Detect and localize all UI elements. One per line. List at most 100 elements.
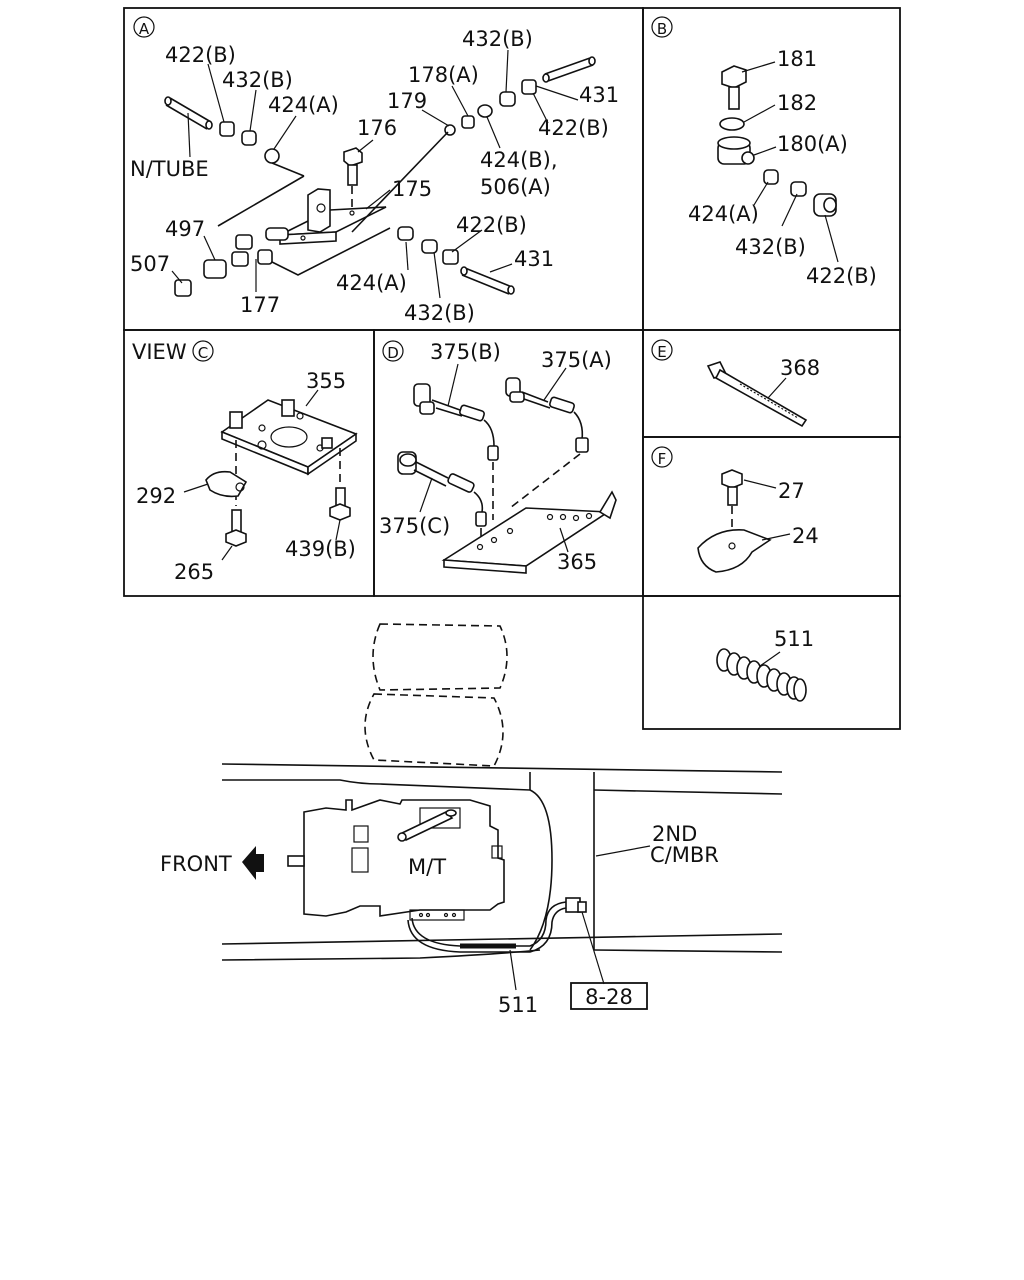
label-422b-a2: 422(B) (538, 116, 609, 140)
label-177: 177 (240, 293, 280, 317)
label-511-panel: 511 (774, 627, 814, 651)
fitting-424b (477, 104, 493, 118)
nut-422b-top (521, 79, 537, 95)
label-368: 368 (780, 356, 820, 380)
plate-355 (220, 399, 358, 476)
panel-c: VIEW C (132, 340, 358, 584)
label-432b-a1: 432(B) (222, 68, 293, 92)
front-arrow-icon (242, 846, 264, 880)
label-265: 265 (174, 560, 214, 584)
sleeve-432b-low (421, 239, 438, 254)
reference-box-label: 8-28 (585, 985, 633, 1009)
tube-431-top (542, 56, 596, 83)
label-424a-a1: 424(A) (268, 93, 339, 117)
label-175: 175 (392, 177, 432, 201)
hose-label-511: 511 (498, 993, 538, 1017)
label-375c: 375(C) (379, 514, 450, 538)
bolt-181 (721, 65, 747, 110)
label-176: 176 (357, 116, 397, 140)
fitting-424a-left (264, 148, 280, 164)
hose-run (407, 897, 587, 953)
fitting-180a (717, 136, 755, 165)
panel-a-marker-circle (133, 16, 155, 38)
washer-182 (719, 117, 745, 131)
label-439b: 439(B) (285, 537, 356, 561)
connector-497 (203, 259, 227, 279)
panel-f-marker: F (658, 450, 667, 468)
label-432b-b: 432(B) (735, 235, 806, 259)
view-prefix: VIEW (132, 340, 187, 364)
fitting-424a-b (763, 169, 779, 185)
front-label: FRONT (160, 852, 232, 876)
label-365: 365 (557, 550, 597, 574)
label-424b: 424(B), (480, 148, 558, 172)
panel-e: E 368 (651, 339, 820, 428)
label-497: 497 (165, 217, 205, 241)
label-422b-a3: 422(B) (456, 213, 527, 237)
crossmember-label-line2: C/MBR (650, 843, 719, 867)
nut-422b-low (442, 249, 459, 265)
label-422b-a1: 422(B) (165, 43, 236, 67)
panel-a-marker: A (139, 20, 150, 38)
main-view: M/T FRONT 2ND C/MBR 511 8-28 (160, 623, 783, 1017)
label-n-tube: N/TUBE (130, 157, 209, 181)
panel-b: B 181 182 180(A) 424(A) 432(B) 422(B) (651, 16, 877, 288)
tee-fitting-177 (231, 227, 289, 267)
fitting-178a (461, 115, 475, 129)
label-424a-b: 424(A) (688, 202, 759, 226)
label-507: 507 (130, 252, 170, 276)
cable-tie-368 (706, 361, 808, 428)
clip-24 (697, 529, 772, 573)
sleeve-432b-b (790, 181, 807, 197)
label-375b: 375(B) (430, 340, 501, 364)
bracket-365 (441, 490, 617, 574)
label-179: 179 (387, 89, 427, 113)
bolt-27 (721, 469, 743, 506)
label-424a-a2: 424(A) (336, 271, 407, 295)
label-24: 24 (792, 524, 819, 548)
panel-d: D (379, 340, 617, 574)
label-506a: 506(A) (480, 175, 551, 199)
fitting-424a-low (397, 226, 414, 241)
panel-g: 511 (716, 627, 814, 702)
sleeve-432b-left (241, 130, 257, 146)
nylon-tube-left (164, 96, 213, 130)
label-27: 27 (778, 479, 805, 503)
label-182: 182 (777, 91, 817, 115)
bolt-265 (225, 509, 247, 547)
bolt-439b (329, 487, 351, 521)
sleeve-432b-top (499, 91, 516, 107)
label-422b-b: 422(B) (806, 264, 877, 288)
transmission-label: M/T (408, 855, 446, 879)
panel-e-marker: E (657, 343, 666, 361)
harness-375b (413, 383, 499, 520)
harness-375a (505, 377, 589, 509)
panel-a-leaders (171, 49, 579, 299)
bracket-175 (279, 188, 387, 245)
label-375a: 375(A) (541, 348, 612, 372)
air-tank-lower (364, 693, 504, 767)
label-431-a2: 431 (514, 247, 554, 271)
label-178a: 178(A) (408, 63, 479, 87)
panel-frames (123, 7, 901, 730)
transmission-body (287, 799, 505, 921)
nut-422b-b (813, 193, 837, 217)
label-292: 292 (136, 484, 176, 508)
panel-a: A (130, 16, 619, 325)
label-181: 181 (777, 47, 817, 71)
nut-422b-left (219, 121, 235, 137)
panel-c-marker: C (198, 344, 208, 362)
clip-292 (205, 470, 248, 498)
panel-b-marker: B (657, 20, 667, 38)
reference-box[interactable] (570, 982, 648, 1010)
crossmember-outline (529, 789, 553, 951)
label-432b-a3: 432(B) (404, 301, 475, 325)
panel-f: F 27 24 (651, 446, 819, 573)
label-355: 355 (306, 369, 346, 393)
tube-431-low (460, 266, 515, 295)
label-431-a1: 431 (579, 83, 619, 107)
air-tank-upper (372, 623, 508, 691)
crossmember-label-line1: 2ND (652, 822, 697, 846)
shift-lever (397, 809, 457, 842)
